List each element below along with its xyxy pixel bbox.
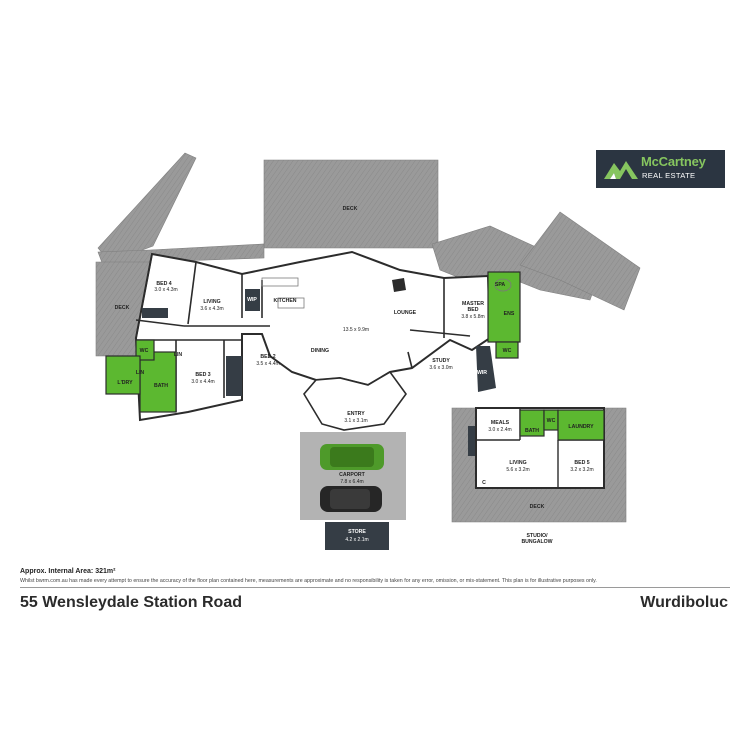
fireplace-icon bbox=[392, 278, 406, 292]
bed4-label: BED 4 bbox=[156, 281, 171, 287]
lin3-label: LIN bbox=[136, 370, 145, 376]
ens-wc-label: WC bbox=[503, 348, 512, 354]
bed4-size: 3.0 x 4.3m bbox=[154, 287, 177, 293]
black-car-icon bbox=[320, 486, 382, 512]
spa-tub bbox=[494, 278, 512, 292]
studio-meals-label: MEALS bbox=[491, 420, 510, 426]
dark-fills bbox=[142, 289, 496, 550]
bath-wc-label: WC bbox=[140, 348, 149, 354]
property-address: 55 Wensleydale Station Road bbox=[20, 594, 242, 611]
mountain-icon bbox=[604, 161, 638, 179]
fixtures bbox=[261, 277, 512, 309]
agency-logo: McCartney REAL ESTATE bbox=[596, 150, 725, 188]
bath-label: BATH bbox=[154, 383, 168, 389]
wir-store bbox=[476, 346, 496, 392]
wc-main bbox=[135, 339, 155, 361]
bed2-size: 3.5 x 4.4m bbox=[256, 361, 279, 367]
bed5-size: 3.2 x 3.2m bbox=[570, 467, 593, 473]
study-size: 3.6 x 3.0m bbox=[429, 365, 452, 371]
ensuite-wc bbox=[495, 341, 519, 359]
entry bbox=[303, 370, 407, 431]
carport bbox=[300, 432, 406, 520]
bed3-label: BED 3 bbox=[195, 372, 210, 378]
spa-label: SPA bbox=[495, 282, 506, 288]
studio-wet-overlay bbox=[519, 409, 605, 441]
bed5-label: BED 5 bbox=[574, 460, 589, 466]
kitchen-bench bbox=[261, 277, 299, 287]
ensuite bbox=[487, 271, 521, 343]
disclaimer: Whilst bwrm.com.au has made every attemp… bbox=[20, 578, 597, 584]
ens-label: ENS bbox=[504, 311, 515, 317]
bath-main bbox=[139, 351, 177, 413]
studio-laundry-label: LAUNDRY bbox=[568, 424, 594, 430]
study-label: STUDY bbox=[432, 358, 450, 364]
studio-living-size: 5.6 x 3.2m bbox=[506, 467, 529, 473]
carport-size: 7.8 x 6.4m bbox=[340, 479, 363, 485]
studio-living-label: LIVING bbox=[509, 460, 526, 466]
dining-label: DINING bbox=[311, 348, 329, 354]
deck-main bbox=[263, 159, 439, 249]
deck-east-arm bbox=[519, 211, 641, 311]
laundry-bench bbox=[468, 426, 476, 456]
internal-area: Approx. Internal Area: 321m² bbox=[20, 568, 116, 575]
master-line2: BED bbox=[468, 307, 479, 313]
store-room bbox=[325, 522, 389, 550]
great-room-size: 13.5 x 9.9m bbox=[343, 327, 369, 333]
kitchen-island bbox=[277, 297, 305, 309]
logo-name: McCartney bbox=[641, 154, 706, 169]
deck-west-label: DECK bbox=[115, 305, 130, 311]
wip-label: WIP bbox=[247, 297, 257, 303]
carport-label: CARPORT bbox=[339, 472, 365, 478]
deck-west-arm bbox=[97, 152, 197, 263]
studio-meals-size: 3.0 x 2.4m bbox=[488, 427, 511, 433]
wir-label: WIR bbox=[477, 370, 487, 376]
kitchen-label: KITCHEN bbox=[273, 298, 296, 304]
footer-divider bbox=[20, 587, 730, 588]
studio-title-line2: BUNGALOW bbox=[521, 539, 552, 545]
fridge-label: C bbox=[482, 480, 486, 486]
bed3-size: 3.0 x 4.4m bbox=[191, 379, 214, 385]
store-size: 4.2 x 2.1m bbox=[345, 537, 368, 543]
wip-store bbox=[245, 289, 260, 311]
studio-deck-label: DECK bbox=[530, 504, 545, 510]
green-car-icon bbox=[320, 444, 384, 470]
studio-wc-label: WC bbox=[547, 418, 556, 424]
lin-closet bbox=[226, 356, 242, 396]
laundry-main bbox=[105, 355, 141, 395]
lin2-label: LIN bbox=[174, 352, 183, 358]
entry-size: 3.1 x 3.1m bbox=[344, 418, 367, 424]
living-label: LIVING bbox=[203, 299, 220, 305]
room-labels: DECK DECK BED 4 3.0 x 4.3m LIVING 3.6 x … bbox=[115, 206, 594, 545]
bed2-label: BED 2 bbox=[260, 354, 275, 360]
store-label: STORE bbox=[348, 529, 366, 535]
bed4-robe bbox=[142, 308, 168, 318]
living-size: 3.6 x 4.3m bbox=[200, 306, 223, 312]
studio-title-line1: STUDIO/ bbox=[526, 533, 548, 539]
entry-label: ENTRY bbox=[347, 411, 365, 417]
studio-bath-label: BATH bbox=[525, 428, 539, 434]
property-suburb: Wurdiboluc bbox=[640, 594, 728, 611]
deck-main-label: DECK bbox=[343, 206, 358, 212]
master-size: 3.8 x 5.8m bbox=[461, 314, 484, 320]
master-line1: MASTER bbox=[462, 301, 484, 307]
lounge-label: LOUNGE bbox=[394, 310, 417, 316]
ldry-label: L'DRY bbox=[117, 380, 133, 386]
logo-tagline: REAL ESTATE bbox=[642, 171, 696, 180]
lin1-label: LIN bbox=[229, 349, 238, 355]
entry-floor bbox=[303, 370, 407, 431]
